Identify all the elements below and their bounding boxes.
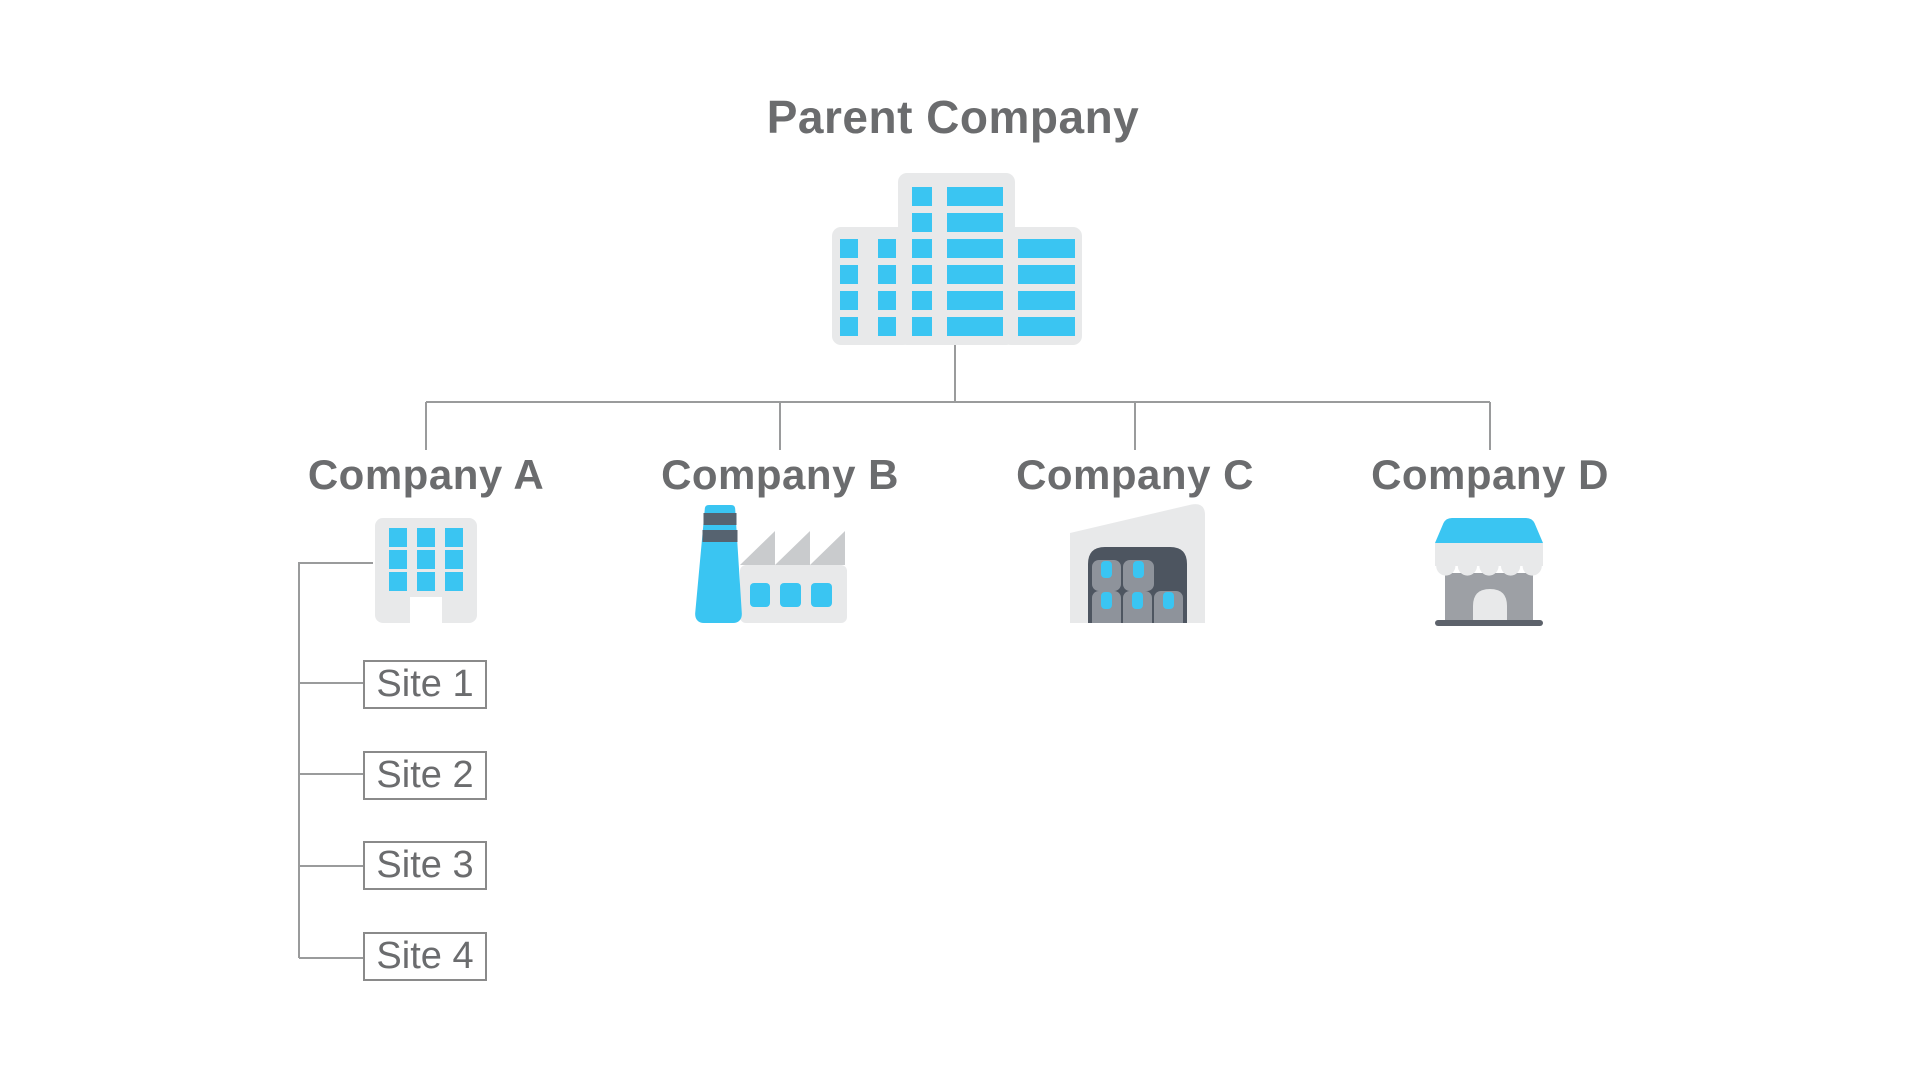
company-a-sites-spine	[298, 562, 373, 958]
site-3-box: Site 3	[363, 841, 487, 890]
company-a-label: Company A	[307, 451, 545, 498]
company-b-label: Company B	[661, 451, 899, 498]
root-node-label: Parent Company	[766, 91, 1140, 143]
site-4-box: Site 4	[363, 932, 487, 981]
site-3-label: Site 3	[376, 844, 474, 886]
site-2-label: Site 2	[376, 754, 474, 796]
site-2-box: Site 2	[363, 751, 487, 800]
corporate-headquarters-icon	[832, 173, 1082, 345]
site-1-label: Site 1	[376, 663, 474, 705]
modern-building-icon	[1070, 504, 1205, 623]
company-d-label: Company D	[1371, 451, 1609, 498]
site-4-label: Site 4	[376, 935, 474, 977]
company-c-label: Company C	[1016, 451, 1254, 498]
site-1-box: Site 1	[363, 660, 487, 709]
office-building-icon	[375, 518, 477, 623]
factory-icon	[695, 505, 847, 623]
storefront-icon	[1435, 518, 1543, 626]
